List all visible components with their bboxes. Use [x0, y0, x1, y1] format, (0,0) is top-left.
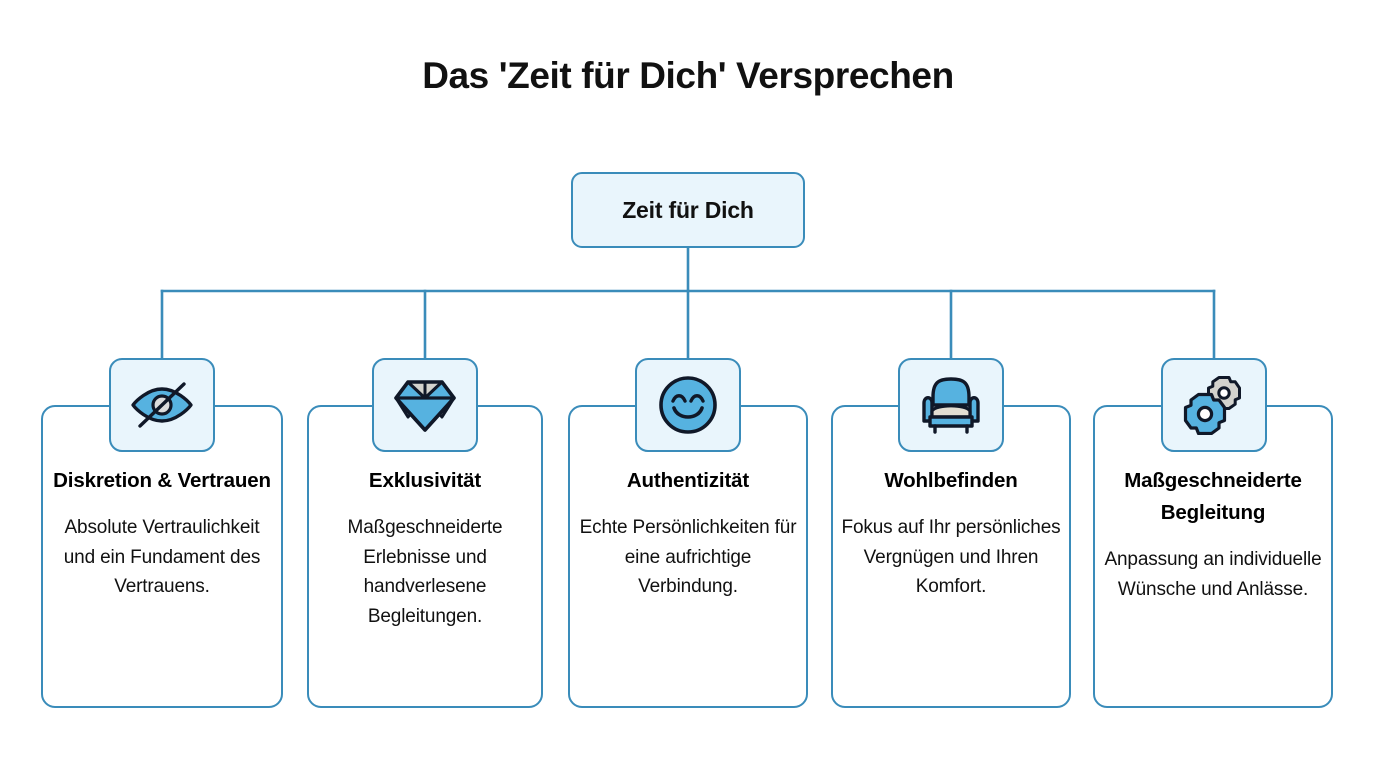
page-title: Das 'Zeit für Dich' Versprechen — [422, 55, 954, 96]
branch-icon-box-3[interactable] — [635, 358, 741, 452]
root-node[interactable]: Zeit für Dich — [571, 172, 805, 248]
diamond-icon — [394, 377, 456, 433]
branch-card-4[interactable]: Wohlbefinden Fokus auf Ihr persönliches … — [831, 405, 1071, 708]
branch-body-4: Fokus auf Ihr persönliches Vergnügen und… — [841, 517, 1061, 597]
branch-heading-4: Wohlbefinden — [884, 469, 1018, 492]
armchair-icon — [920, 375, 982, 435]
branch-heading-5: Maßgeschneiderte Begleitung — [1124, 469, 1302, 524]
smiley-icon — [657, 374, 719, 436]
branch-icon-box-4[interactable] — [898, 358, 1004, 452]
eye-off-icon — [130, 378, 194, 432]
branch-icon-box-2[interactable] — [372, 358, 478, 452]
root-node-label: Zeit für Dich — [622, 196, 754, 223]
branch-heading-3: Authentizität — [626, 469, 750, 492]
branch-card-1[interactable]: Diskretion & Vertrauen Absolute Vertraul… — [41, 405, 283, 708]
branch-body-3: Echte Persönlichkeiten für eine aufricht… — [579, 517, 797, 597]
branch-heading-1: Diskretion & Vertrauen — [53, 469, 271, 492]
branch-card-2[interactable]: Exklusivität Maßgeschneiderte Erlebnisse… — [307, 405, 543, 708]
branch-heading-2: Exklusivität — [368, 469, 482, 492]
branch-body-5: Anpassung an individuelle Wünsche und An… — [1104, 549, 1322, 600]
gears-icon — [1183, 375, 1245, 435]
branch-body-1: Absolute Vertraulichkeit und ein Fundame… — [63, 517, 261, 597]
branch-icon-box-5[interactable] — [1161, 358, 1267, 452]
branch-icon-box-1[interactable] — [109, 358, 215, 452]
branch-body-2: Maßgeschneiderte Erlebnisse und handverl… — [347, 517, 503, 627]
branch-card-3[interactable]: Authentizität Echte Persönlichkeiten für… — [568, 405, 808, 708]
